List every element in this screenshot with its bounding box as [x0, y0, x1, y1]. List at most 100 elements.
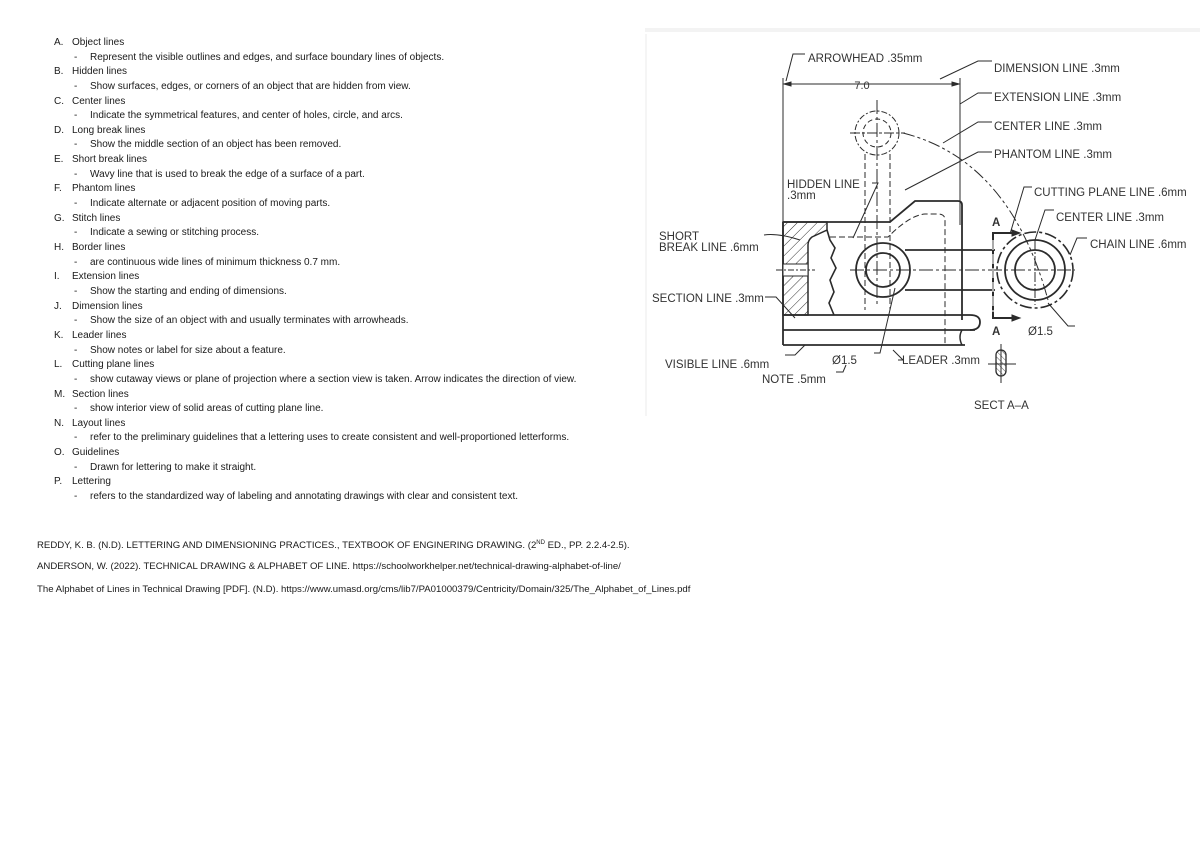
- label-extension-line: EXTENSION LINE .3mm: [994, 92, 1121, 104]
- item-letter: L.: [54, 359, 63, 371]
- item-description: Wavy line that is used to break the edge…: [90, 168, 365, 180]
- item-title: Short break lines: [72, 154, 148, 166]
- label-section-line: SECTION LINE .3mm: [652, 293, 764, 305]
- label-center-line-right: CENTER LINE .3mm: [1056, 212, 1164, 224]
- alphabet-of-lines-figure: ARROWHEAD .35mm 7.0 DIMENSION LINE .3mm …: [645, 28, 1200, 418]
- list-item: I. Extension lines - Show the starting a…: [0, 270, 640, 299]
- item-description: Show notes or label for size about a fea…: [90, 344, 286, 356]
- list-item: B. Hidden lines - Show surfaces, edges, …: [0, 65, 640, 94]
- label-phantom-line: PHANTOM LINE .3mm: [994, 149, 1112, 161]
- item-title: Phantom lines: [72, 183, 136, 195]
- bullet-dash: -: [74, 373, 78, 385]
- label-section-mark-top: A: [992, 217, 1000, 229]
- technical-drawing: ARROWHEAD .35mm 7.0 DIMENSION LINE .3mm …: [645, 28, 1200, 416]
- bullet-dash: -: [74, 110, 78, 122]
- item-title: Stitch lines: [72, 212, 121, 224]
- bullet-dash: -: [74, 198, 78, 210]
- bullet-dash: -: [74, 432, 78, 444]
- line-types-list: A. Object lines - Represent the visible …: [0, 36, 640, 505]
- item-letter: A.: [54, 37, 64, 48]
- bullet-dash: -: [74, 139, 78, 151]
- label-dimension-line: DIMENSION LINE .3mm: [994, 63, 1120, 75]
- bullet-dash: -: [74, 403, 78, 415]
- item-description: are continuous wide lines of minimum thi…: [90, 256, 341, 268]
- item-title: Section lines: [72, 388, 129, 400]
- item-letter: C.: [54, 95, 64, 107]
- label-diameter-left: Ø1.5: [832, 355, 857, 367]
- label-chain-line: CHAIN LINE .6mm: [1090, 239, 1187, 251]
- item-letter: E.: [54, 154, 64, 166]
- list-item: D. Long break lines - Show the middle se…: [0, 124, 640, 153]
- item-description: refers to the standardized way of labeli…: [90, 491, 519, 503]
- item-title: Center lines: [72, 95, 126, 107]
- item-title: Leader lines: [72, 329, 127, 341]
- list-item: G. Stitch lines - Indicate a sewing or s…: [0, 212, 640, 241]
- item-title: Object lines: [72, 37, 125, 48]
- label-visible-line: VISIBLE LINE .6mm: [665, 359, 769, 371]
- item-description: Show the size of an object with and usua…: [90, 315, 409, 327]
- item-title: Border lines: [72, 242, 126, 254]
- item-description: Indicate a sewing or stitching process.: [90, 227, 259, 239]
- bullet-dash: -: [74, 168, 78, 180]
- item-description: Drawn for lettering to make it straight.: [90, 461, 257, 473]
- bullet-dash: -: [74, 285, 78, 297]
- item-description: Represent the visible outlines and edges…: [90, 51, 445, 63]
- item-letter: O.: [54, 447, 65, 459]
- item-description: refer to the preliminary guidelines that…: [90, 432, 570, 444]
- reference-alphabet-pdf: The Alphabet of Lines in Technical Drawi…: [37, 584, 691, 595]
- item-title: Dimension lines: [72, 300, 143, 312]
- list-item: C. Center lines - Indicate the symmetric…: [0, 95, 640, 124]
- item-description: show cutaway views or plane of projectio…: [90, 373, 577, 385]
- item-title: Long break lines: [72, 124, 146, 136]
- list-item: O. Guidelines - Drawn for lettering to m…: [0, 446, 640, 475]
- item-title: Lettering: [72, 476, 111, 488]
- label-diameter-right: Ø1.5: [1028, 326, 1053, 338]
- item-letter: I.: [54, 271, 60, 283]
- label-sect-caption: SECT A–A: [974, 400, 1029, 412]
- item-description: Show surfaces, edges, or corners of an o…: [90, 80, 411, 92]
- item-description: Show the starting and ending of dimensio…: [90, 285, 287, 297]
- label-section-mark-bottom: A: [992, 326, 1000, 338]
- item-letter: G.: [54, 212, 65, 224]
- label-hidden-line-weight: .3mm: [787, 190, 816, 202]
- list-item: E. Short break lines - Wavy line that is…: [0, 153, 640, 182]
- list-item: J. Dimension lines - Show the size of an…: [0, 300, 640, 329]
- label-note: NOTE .5mm: [762, 374, 826, 386]
- item-letter: M.: [54, 388, 66, 400]
- item-title: Guidelines: [72, 447, 120, 459]
- item-letter: B.: [54, 66, 64, 78]
- bullet-dash: -: [74, 461, 78, 473]
- list-item: F. Phantom lines - Indicate alternate or…: [0, 182, 640, 211]
- item-letter: K.: [54, 329, 64, 341]
- item-description: Indicate alternate or adjacent position …: [90, 198, 331, 210]
- label-center-line-top: CENTER LINE .3mm: [994, 121, 1102, 133]
- item-letter: H.: [54, 242, 64, 254]
- bullet-dash: -: [74, 80, 78, 92]
- item-description: Show the middle section of an object has…: [90, 139, 342, 151]
- reference-anderson: ANDERSON, W. (2022). TECHNICAL DRAWING &…: [37, 560, 621, 572]
- bullet-dash: -: [74, 256, 78, 268]
- item-title: Layout lines: [72, 417, 126, 429]
- label-dimension-value: 7.0: [854, 80, 869, 92]
- item-title: Cutting plane lines: [72, 359, 155, 371]
- item-description: show interior view of solid areas of cut…: [90, 403, 324, 415]
- list-item: L. Cutting plane lines - show cutaway vi…: [0, 358, 640, 387]
- label-short-break: SHORT: [659, 231, 699, 243]
- list-item: H. Border lines - are continuous wide li…: [0, 241, 640, 270]
- list-item: N. Layout lines - refer to the prelimina…: [0, 417, 640, 446]
- item-letter: N.: [54, 417, 64, 429]
- label-cutting-plane-line: CUTTING PLANE LINE .6mm: [1034, 187, 1187, 199]
- references: REDDY, K. B. (N.D). LETTERING AND DIMENS…: [37, 536, 690, 607]
- list-item: P. Lettering - refers to the standardize…: [0, 475, 640, 504]
- label-leader: LEADER .3mm: [902, 355, 980, 367]
- label-arrowhead: ARROWHEAD .35mm: [808, 53, 922, 65]
- bullet-dash: -: [74, 227, 78, 239]
- item-title: Hidden lines: [72, 66, 128, 78]
- item-letter: P.: [54, 476, 63, 488]
- item-title: Extension lines: [72, 271, 140, 283]
- item-description: Indicate the symmetrical features, and c…: [90, 110, 403, 122]
- item-letter: F.: [54, 183, 62, 195]
- bullet-dash: -: [74, 315, 78, 327]
- reference-reddy: REDDY, K. B. (N.D). LETTERING AND DIMENS…: [37, 540, 630, 551]
- item-letter: D.: [54, 124, 64, 136]
